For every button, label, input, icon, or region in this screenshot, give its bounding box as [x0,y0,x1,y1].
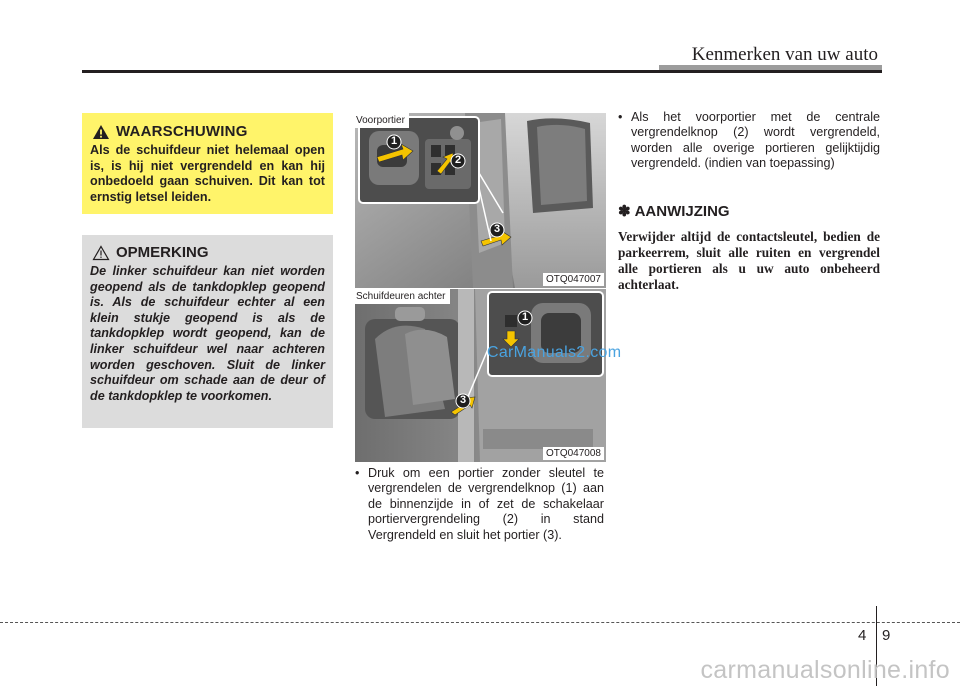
header-rule [82,70,882,73]
marker-1-icon [517,310,533,326]
marker-3-icon [489,222,505,238]
marker-3-label: 3 [493,223,501,235]
warning-title: WAARSCHUWING [116,123,248,140]
bullet-central-lock: • Als het voorportier met de centrale ve… [618,110,880,172]
figure-sliding-door-label: Schuifdeuren achter [355,289,450,304]
asterisk-icon: ✽ [618,203,631,220]
page-number: 9 [882,627,891,644]
caution-triangle-icon [92,244,110,260]
marker-3-label: 3 [459,394,467,406]
watermark-text: CarManuals2.com [487,344,622,361]
warning-triangle-icon [93,124,109,139]
footer-divider [876,606,877,686]
note-header: OPMERKING [92,244,325,261]
note-text: De linker schuifdeur kan niet worden geo… [90,264,325,403]
marker-2-label: 2 [454,154,462,166]
marker-1-label: 1 [390,135,398,147]
warning-text: Als de schuifdeur niet helemaal open is,… [90,143,325,204]
marker-3-icon [455,393,471,409]
marker-2-icon [450,153,466,169]
footer-watermark: carmanualsonline.info [700,656,950,684]
bullet-lock-instruction: • Druk om een portier zonder sleutel te … [355,466,604,543]
info-title: AANWIJZING [634,202,730,220]
front-door-illustration [355,113,606,288]
figure-front-door-code: OTQ047007 [542,273,604,286]
warning-header: WAARSCHUWING [92,123,325,140]
bullet-text: Druk om een portier zonder sleutel te ve… [368,466,604,542]
info-text: Verwijder altijd de contactsleutel, bedi… [618,229,880,292]
sliding-door-illustration [355,289,606,462]
figure-sliding-door: 1 3 Schuifdeuren achter OTQ047008 [355,289,606,462]
figure-sliding-door-code: OTQ047008 [542,447,604,460]
page-section-number: 4 [858,627,867,644]
warning-box: WAARSCHUWING Als de schuifdeur niet hele… [82,113,333,214]
header-accent-bar [659,65,882,70]
marker-1-label: 1 [521,311,529,323]
bullet-text: Als het voorportier met de centrale verg… [631,110,880,171]
bullet-icon: • [355,466,360,480]
figure-front-door-label: Voorportier [355,113,409,128]
info-header: ✽ AANWIJZING [618,202,730,221]
note-box: OPMERKING De linker schuifdeur kan niet … [82,235,333,428]
page-header-title: Kenmerken van uw auto [691,44,878,65]
marker-1-icon [386,134,402,150]
note-title: OPMERKING [116,244,209,261]
bullet-icon: • [618,110,623,124]
footer-rule [0,622,960,623]
figure-front-door: 1 2 3 Voorportier OTQ047007 [355,113,606,288]
